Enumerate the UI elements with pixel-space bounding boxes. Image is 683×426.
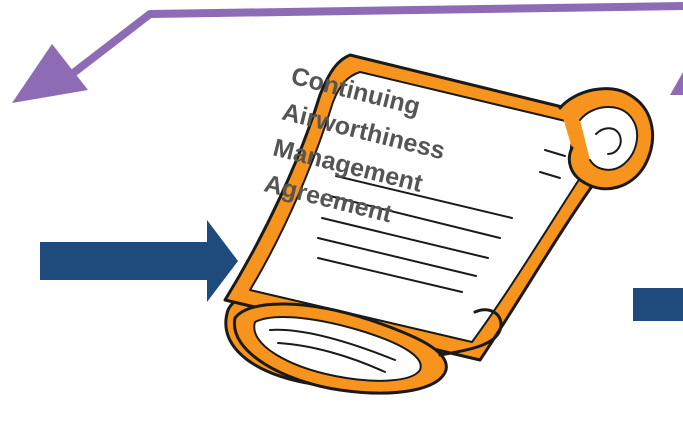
navy-arrow-partial-icon <box>633 288 683 321</box>
navy-arrow-right-icon <box>40 220 238 302</box>
scroll-icon <box>223 53 655 395</box>
purple-arrow-icon <box>12 2 683 103</box>
purple-arrow-tip-icon <box>670 72 683 95</box>
